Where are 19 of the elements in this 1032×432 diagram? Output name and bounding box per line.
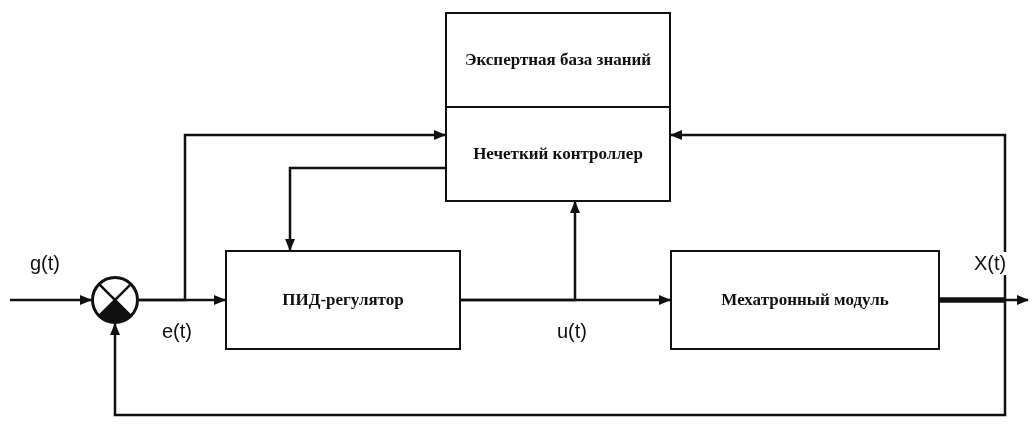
box-label: Экспертная база знаний bbox=[463, 49, 653, 71]
arrow bbox=[670, 130, 1007, 300]
arrow bbox=[285, 166, 445, 251]
module-box bbox=[670, 250, 940, 350]
knowledge-base-box bbox=[445, 12, 671, 108]
arrow bbox=[139, 130, 446, 302]
arrow bbox=[10, 295, 92, 305]
arrow bbox=[110, 300, 1007, 417]
edge-label: u(t) bbox=[555, 320, 589, 343]
box-label: ПИД-регулятор bbox=[281, 289, 405, 311]
box-label: Мехатронный модуль bbox=[720, 289, 890, 311]
edge-label: e(t) bbox=[160, 320, 194, 343]
box-label: Нечеткий контроллер bbox=[472, 143, 644, 165]
controller-box bbox=[225, 250, 461, 350]
arrow bbox=[461, 201, 580, 302]
controller-box bbox=[445, 106, 671, 202]
edge-label: g(t) bbox=[28, 252, 62, 275]
edge-label: X(t) bbox=[972, 252, 1009, 275]
summing-junction bbox=[91, 276, 139, 324]
